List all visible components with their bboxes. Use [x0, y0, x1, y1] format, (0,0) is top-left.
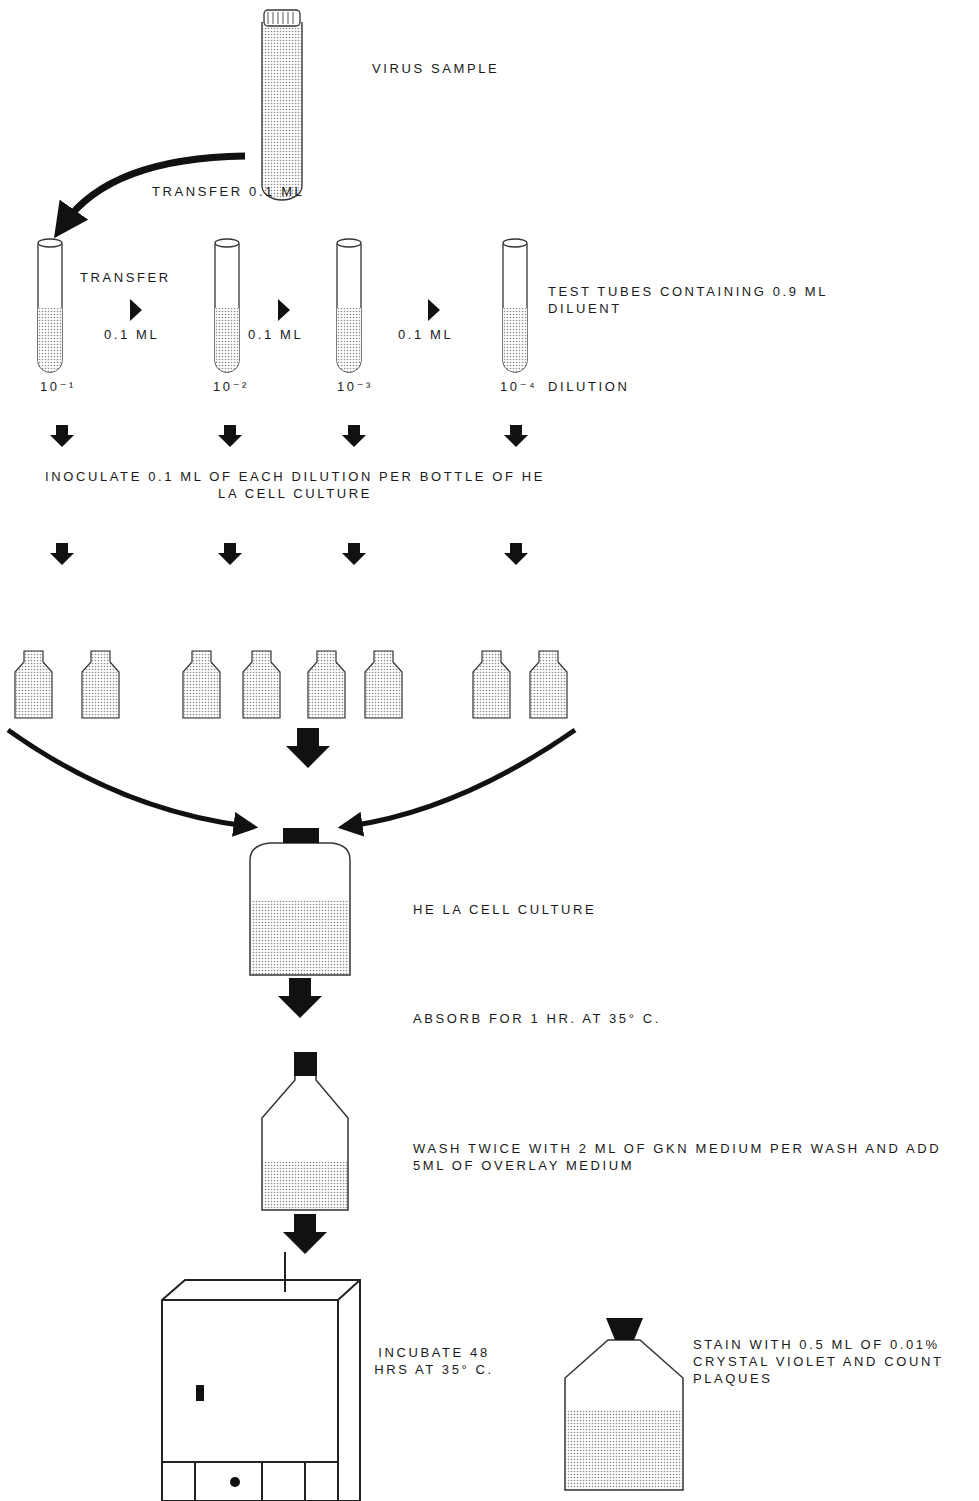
- step-label: DILUTION: [548, 378, 688, 395]
- step-label: STAIN WITH 0.5 ML OF 0.01% CRYSTAL VIOLE…: [693, 1336, 975, 1387]
- transfer-arrow: [120, 299, 142, 321]
- dilution-tube: [215, 239, 239, 372]
- step-label: 10⁻²: [213, 378, 283, 395]
- step-label: VIRUS SAMPLE: [372, 60, 632, 77]
- step-arrow: [283, 1214, 327, 1254]
- culture-flask: [262, 1052, 348, 1210]
- step-label: 0.1 ML: [104, 326, 194, 343]
- dilution-tube: [337, 239, 361, 372]
- step-label: 0.1 ML: [398, 326, 488, 343]
- hela-bottle: [250, 828, 350, 975]
- step-label: 10⁻³: [337, 378, 407, 395]
- merge-arrow: [350, 730, 575, 826]
- dilution-tube: [503, 239, 527, 372]
- step-label: INOCULATE 0.1 ML OF EACH DILUTION PER BO…: [40, 468, 550, 502]
- step-label: INCUBATE 48 HRS AT 35° C.: [372, 1344, 496, 1378]
- step-label: 10⁻¹: [40, 378, 110, 395]
- culture-bottles: [15, 651, 567, 718]
- transfer-arrow: [418, 299, 440, 321]
- dilution-tube: [38, 239, 62, 372]
- step-label: TRANSFER 0.1 ML: [152, 183, 372, 200]
- merge-arrow: [8, 730, 246, 826]
- sample-tube: [262, 10, 302, 200]
- step-label: 0.1 ML: [248, 326, 338, 343]
- step-label: ABSORB FOR 1 HR. AT 35° C.: [413, 1010, 793, 1027]
- merge-arrow: [286, 728, 330, 768]
- incubator: [162, 1252, 360, 1501]
- step-label: HE LA CELL CULTURE: [413, 901, 713, 918]
- stain-bottle: [565, 1318, 683, 1490]
- step-label: 10⁻⁴: [500, 378, 548, 395]
- step-arrow: [278, 978, 322, 1018]
- step-label: TEST TUBES CONTAINING 0.9 ML DILUENT: [548, 283, 848, 317]
- step-label: WASH TWICE WITH 2 ML OF GKN MEDIUM PER W…: [413, 1140, 973, 1174]
- transfer-arrow: [268, 299, 290, 321]
- step-label: TRANSFER: [80, 269, 210, 286]
